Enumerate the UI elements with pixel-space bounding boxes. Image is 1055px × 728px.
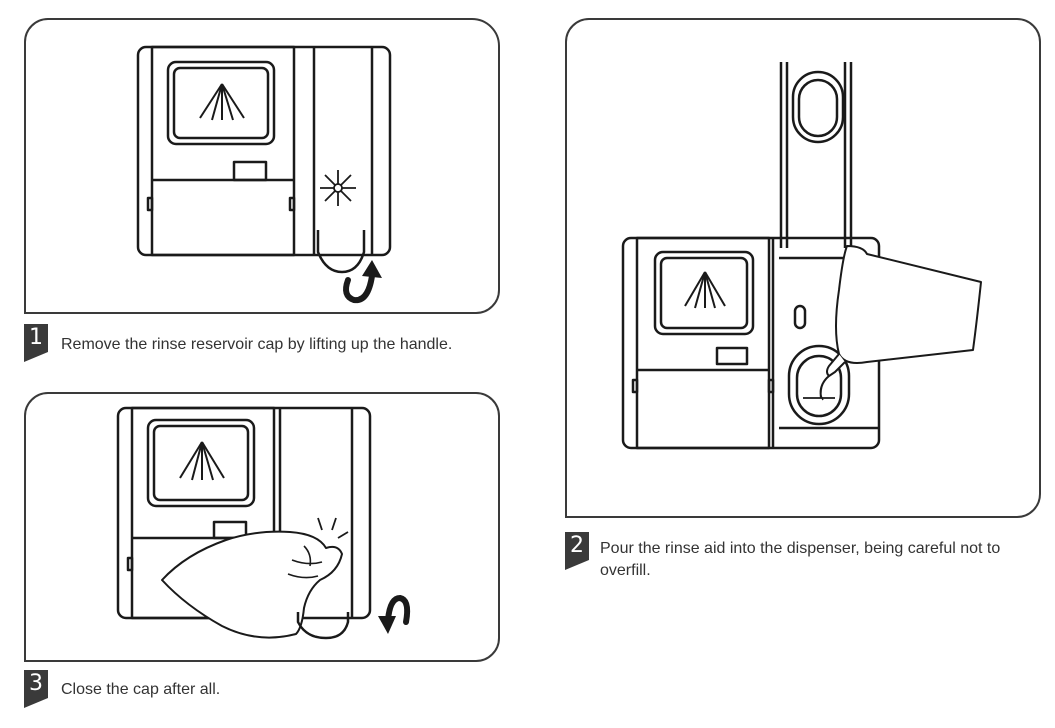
spray-icon xyxy=(179,441,225,481)
spray-icon xyxy=(199,83,245,121)
spray-icon xyxy=(684,271,726,309)
step-2-panel xyxy=(565,18,1041,518)
step-1-panel xyxy=(24,18,500,314)
step-1-illustration xyxy=(136,45,392,304)
sparkle-icon xyxy=(320,170,356,206)
step-3-number: 3 xyxy=(24,670,48,698)
step-2-illustration xyxy=(621,62,982,450)
step-3-panel xyxy=(24,392,500,662)
step-2-caption: Pour the rinse aid into the dispenser, b… xyxy=(600,540,1001,579)
press-lines-icon xyxy=(317,517,349,539)
step-2-number: 2 xyxy=(565,532,589,560)
step-3-caption: Close the cap after all. xyxy=(61,681,221,698)
step-3-illustration xyxy=(116,406,411,640)
step-1-number: 1 xyxy=(24,324,48,352)
curved-arrow-up-icon xyxy=(343,260,382,304)
step-1-caption: Remove the rinse reservoir cap by liftin… xyxy=(61,336,453,353)
curved-arrow-down-icon xyxy=(378,595,411,634)
